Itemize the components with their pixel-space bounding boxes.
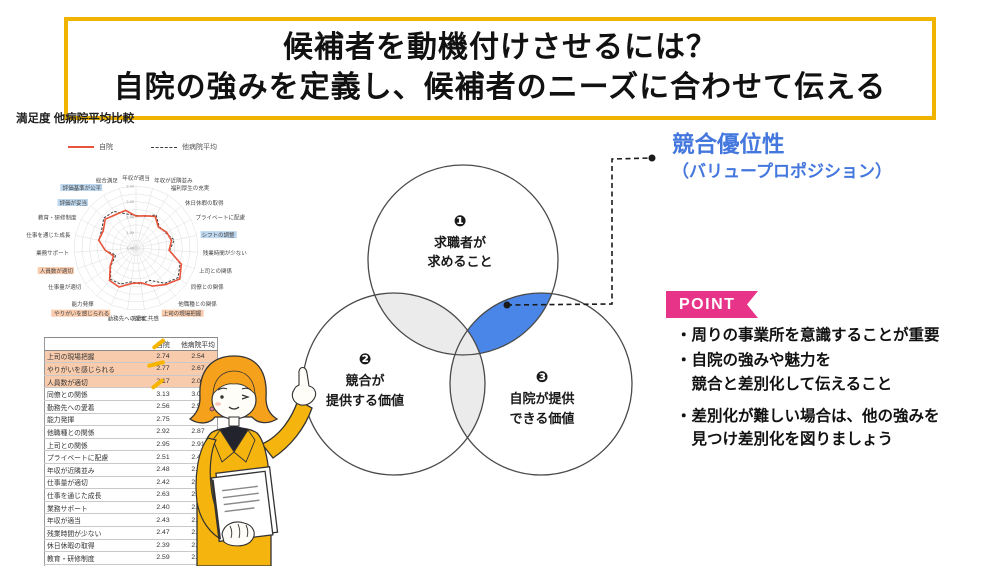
point-bullet: 周りの事業所を意識することが重要 xyxy=(676,324,996,347)
eye xyxy=(220,395,224,399)
venn-badge-1: ❶ xyxy=(454,213,467,230)
venn-diagram: ❶ 求職者が 求めること ❷ 競合が 提供する価値 ❸ 自院が提供 できる価値 xyxy=(302,164,633,476)
venn-label-2-line1: 競合が xyxy=(345,373,384,388)
connector-dot xyxy=(503,301,511,309)
callout-subtitle: （バリュープロポジション） xyxy=(672,162,892,181)
radar-axis-label: やりがいを感じられる xyxy=(54,310,109,318)
connector-dot xyxy=(648,154,656,162)
slide-title-line2: 自院の強みを定義し、候補者のニーズに合わせて伝える xyxy=(113,70,887,104)
pointing-hand xyxy=(291,366,317,406)
title-banner: 候補者を動機付けさせるには？ 自院の強みを定義し、候補者のニーズに合わせて伝える xyxy=(64,17,936,121)
radar-label-highlight xyxy=(37,267,74,275)
radar-chart: 1.40 1.90 2.40 2.90 3.40 年収が適当年収が近隣並み福利厚生の充実休… xyxy=(26,174,248,322)
radar-axis-label: 評価基準が公平 xyxy=(63,184,102,192)
venn-label-3-line2: できる価値 xyxy=(510,411,575,426)
radar-axis-label: 方針に共感 xyxy=(131,314,159,322)
table-header-row: 自院他病院平均 xyxy=(44,337,218,351)
legend-item-average: 他病院平均 xyxy=(151,142,217,152)
bangs xyxy=(212,370,256,396)
radar-axis-label: 仕事量が適切 xyxy=(48,283,82,291)
radar-axis-label: 仕事を通じた成長 xyxy=(26,231,71,239)
radar-axis-label: 上司の現場把握 xyxy=(163,310,202,318)
inner-top xyxy=(220,426,248,452)
radar-axis-label: 総合満足 xyxy=(96,177,119,185)
woman-illustration xyxy=(188,355,317,566)
wink-eye xyxy=(241,394,250,400)
radar-axis-label: プライベートに配慮 xyxy=(196,214,246,222)
venn-badge-3: ❸ xyxy=(536,369,549,386)
legend-own-label: 自院 xyxy=(99,144,113,151)
radar-axis-label: 評価が妥当 xyxy=(59,199,87,207)
radar-axis-label: 残業時間が少ない xyxy=(203,249,248,257)
radar-legend: 自院 他病院平均 xyxy=(68,142,217,152)
radar-axis-label: 休日休暇の取得 xyxy=(185,199,224,207)
radar-axis-label: 年収が近隣並み xyxy=(154,177,193,185)
venn-label-1-line2: 求めること xyxy=(427,254,492,269)
radar-label-highlight xyxy=(51,309,111,317)
holding-hand xyxy=(221,521,255,547)
venn-overlap-1-2 xyxy=(368,293,485,355)
legend-item-own: 自院 xyxy=(68,142,113,152)
radar-tick-label: 1.40 xyxy=(126,246,135,251)
radar-axis-label: 同僚との関係 xyxy=(191,283,224,291)
radar-label-highlight xyxy=(57,199,88,206)
raised-arm xyxy=(260,366,317,459)
radar-axis-label: 年収が適当 xyxy=(122,174,150,182)
radar-axis-label: 人員数が適切 xyxy=(40,267,74,275)
radar-label-highlight xyxy=(200,231,237,239)
radar-axis-label: 能力発揮 xyxy=(72,300,95,308)
radar-tick-label: 1.90 xyxy=(126,230,135,235)
venn-overlap-1-3-blue xyxy=(450,293,558,355)
venn-label-3-line1: 自院が提供 xyxy=(509,391,574,406)
venn-circle-own-hospital xyxy=(449,292,633,476)
legend-average-label: 他病院平均 xyxy=(182,144,217,151)
radar-axis-label: 他職種との関係 xyxy=(178,300,217,308)
radar-tick-label: 2.40 xyxy=(126,215,135,220)
venn-label-1-line1: 求職者が xyxy=(434,235,486,250)
radar-axis-label: シフトの調整 xyxy=(202,231,236,239)
venn-label-2-line2: 提供する価値 xyxy=(326,393,404,408)
connector-path xyxy=(506,157,653,306)
radar-tick-label: 3.40 xyxy=(126,184,135,189)
connector-dashed-line xyxy=(503,154,656,309)
notebook xyxy=(210,466,279,543)
radar-axis-label: 業務サポート xyxy=(36,249,69,257)
average-series-line xyxy=(98,210,181,285)
average-line-swatch xyxy=(151,146,177,148)
own-line-swatch xyxy=(68,146,94,148)
radar-label-highlight xyxy=(60,184,103,191)
radar-label-highlight xyxy=(161,309,204,317)
mouth xyxy=(228,406,240,410)
radar-tick-label: 2.90 xyxy=(126,199,135,204)
earring xyxy=(209,406,215,412)
callout-title: 競合優位性 xyxy=(672,132,785,157)
radar-axis-label: 福利厚生の充実 xyxy=(171,184,210,192)
head xyxy=(188,355,279,427)
venn-circle-seekers xyxy=(367,164,559,356)
venn-badge-2: ❷ xyxy=(359,351,372,368)
radar-axis-label: 教育・研修制度 xyxy=(38,214,77,222)
point-badge: POINT xyxy=(666,291,758,318)
radar-axis-label: 上司との関係 xyxy=(199,267,232,275)
radar-axis-label: 勤務先への愛着 xyxy=(108,314,147,322)
slide-title-line1: 候補者を動機付けさせるには？ xyxy=(283,31,717,64)
own-hospital-series-line xyxy=(97,209,183,288)
radar-chart-title: 満足度 他病院平均比較 xyxy=(16,113,135,125)
point-bullets: 周りの事業所を意識することが重要自院の強みや魅力を競合と差別化して伝えること差別… xyxy=(676,324,996,453)
